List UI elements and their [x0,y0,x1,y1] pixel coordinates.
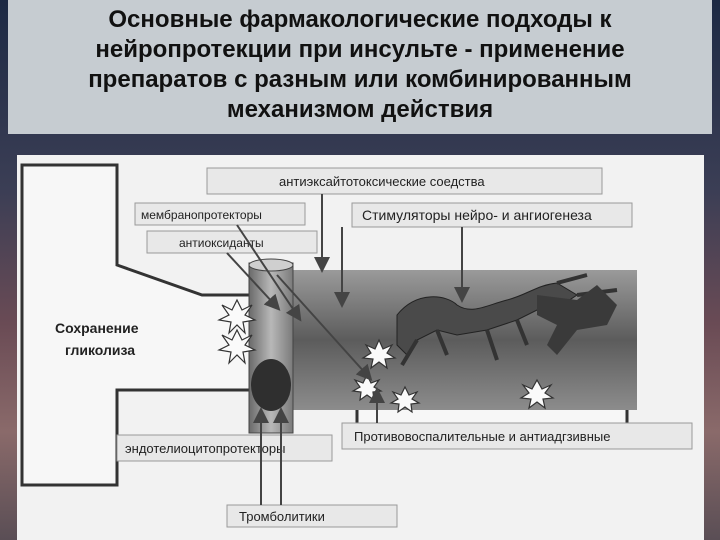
neuron-right [537,285,617,355]
vessel-top [248,258,294,272]
label-neuro-angio: Стимуляторы нейро- и ангиогенеза [362,207,592,223]
thrombus [251,359,291,411]
label-thrombolytics: Тромболитики [239,509,325,524]
box-membrane-protectors [134,202,306,226]
arrows-up [253,387,385,505]
box-antioxidants [146,230,318,254]
slide-title: Основные фармакологические подходы к ней… [88,6,632,123]
box-endothelio [116,434,333,462]
diagram-canvas: антиэксайтотоксические соедства мембрано… [20,163,693,528]
cell-bursts [217,298,555,414]
box-anti-inflammatory [341,422,693,450]
label-glycolysis-1: Сохранение [55,320,139,336]
box-neuro-angio [351,202,633,228]
label-glycolysis-2: гликолиза [65,342,135,358]
label-membrane-protectors: мембранопротекторы [141,208,262,222]
label-endothelio: эндотелиоцитопротекторы [125,441,285,456]
label-anti-excitotoxic: антиэксайтотоксические соедства [279,174,485,189]
tissue-block [257,270,637,410]
slide-title-box: Основные фармакологические подходы к ней… [8,0,712,134]
box-thrombolytics [226,504,398,528]
neuroprotection-diagram: антиэксайтотоксические соедства мембрано… [17,155,704,540]
label-antioxidants: антиоксиданты [179,236,264,250]
arrows-down [226,194,470,381]
label-anti-inflammatory: Противовоспалительные и антиадгзивные [354,429,610,444]
box-anti-excitotoxic [206,167,603,195]
